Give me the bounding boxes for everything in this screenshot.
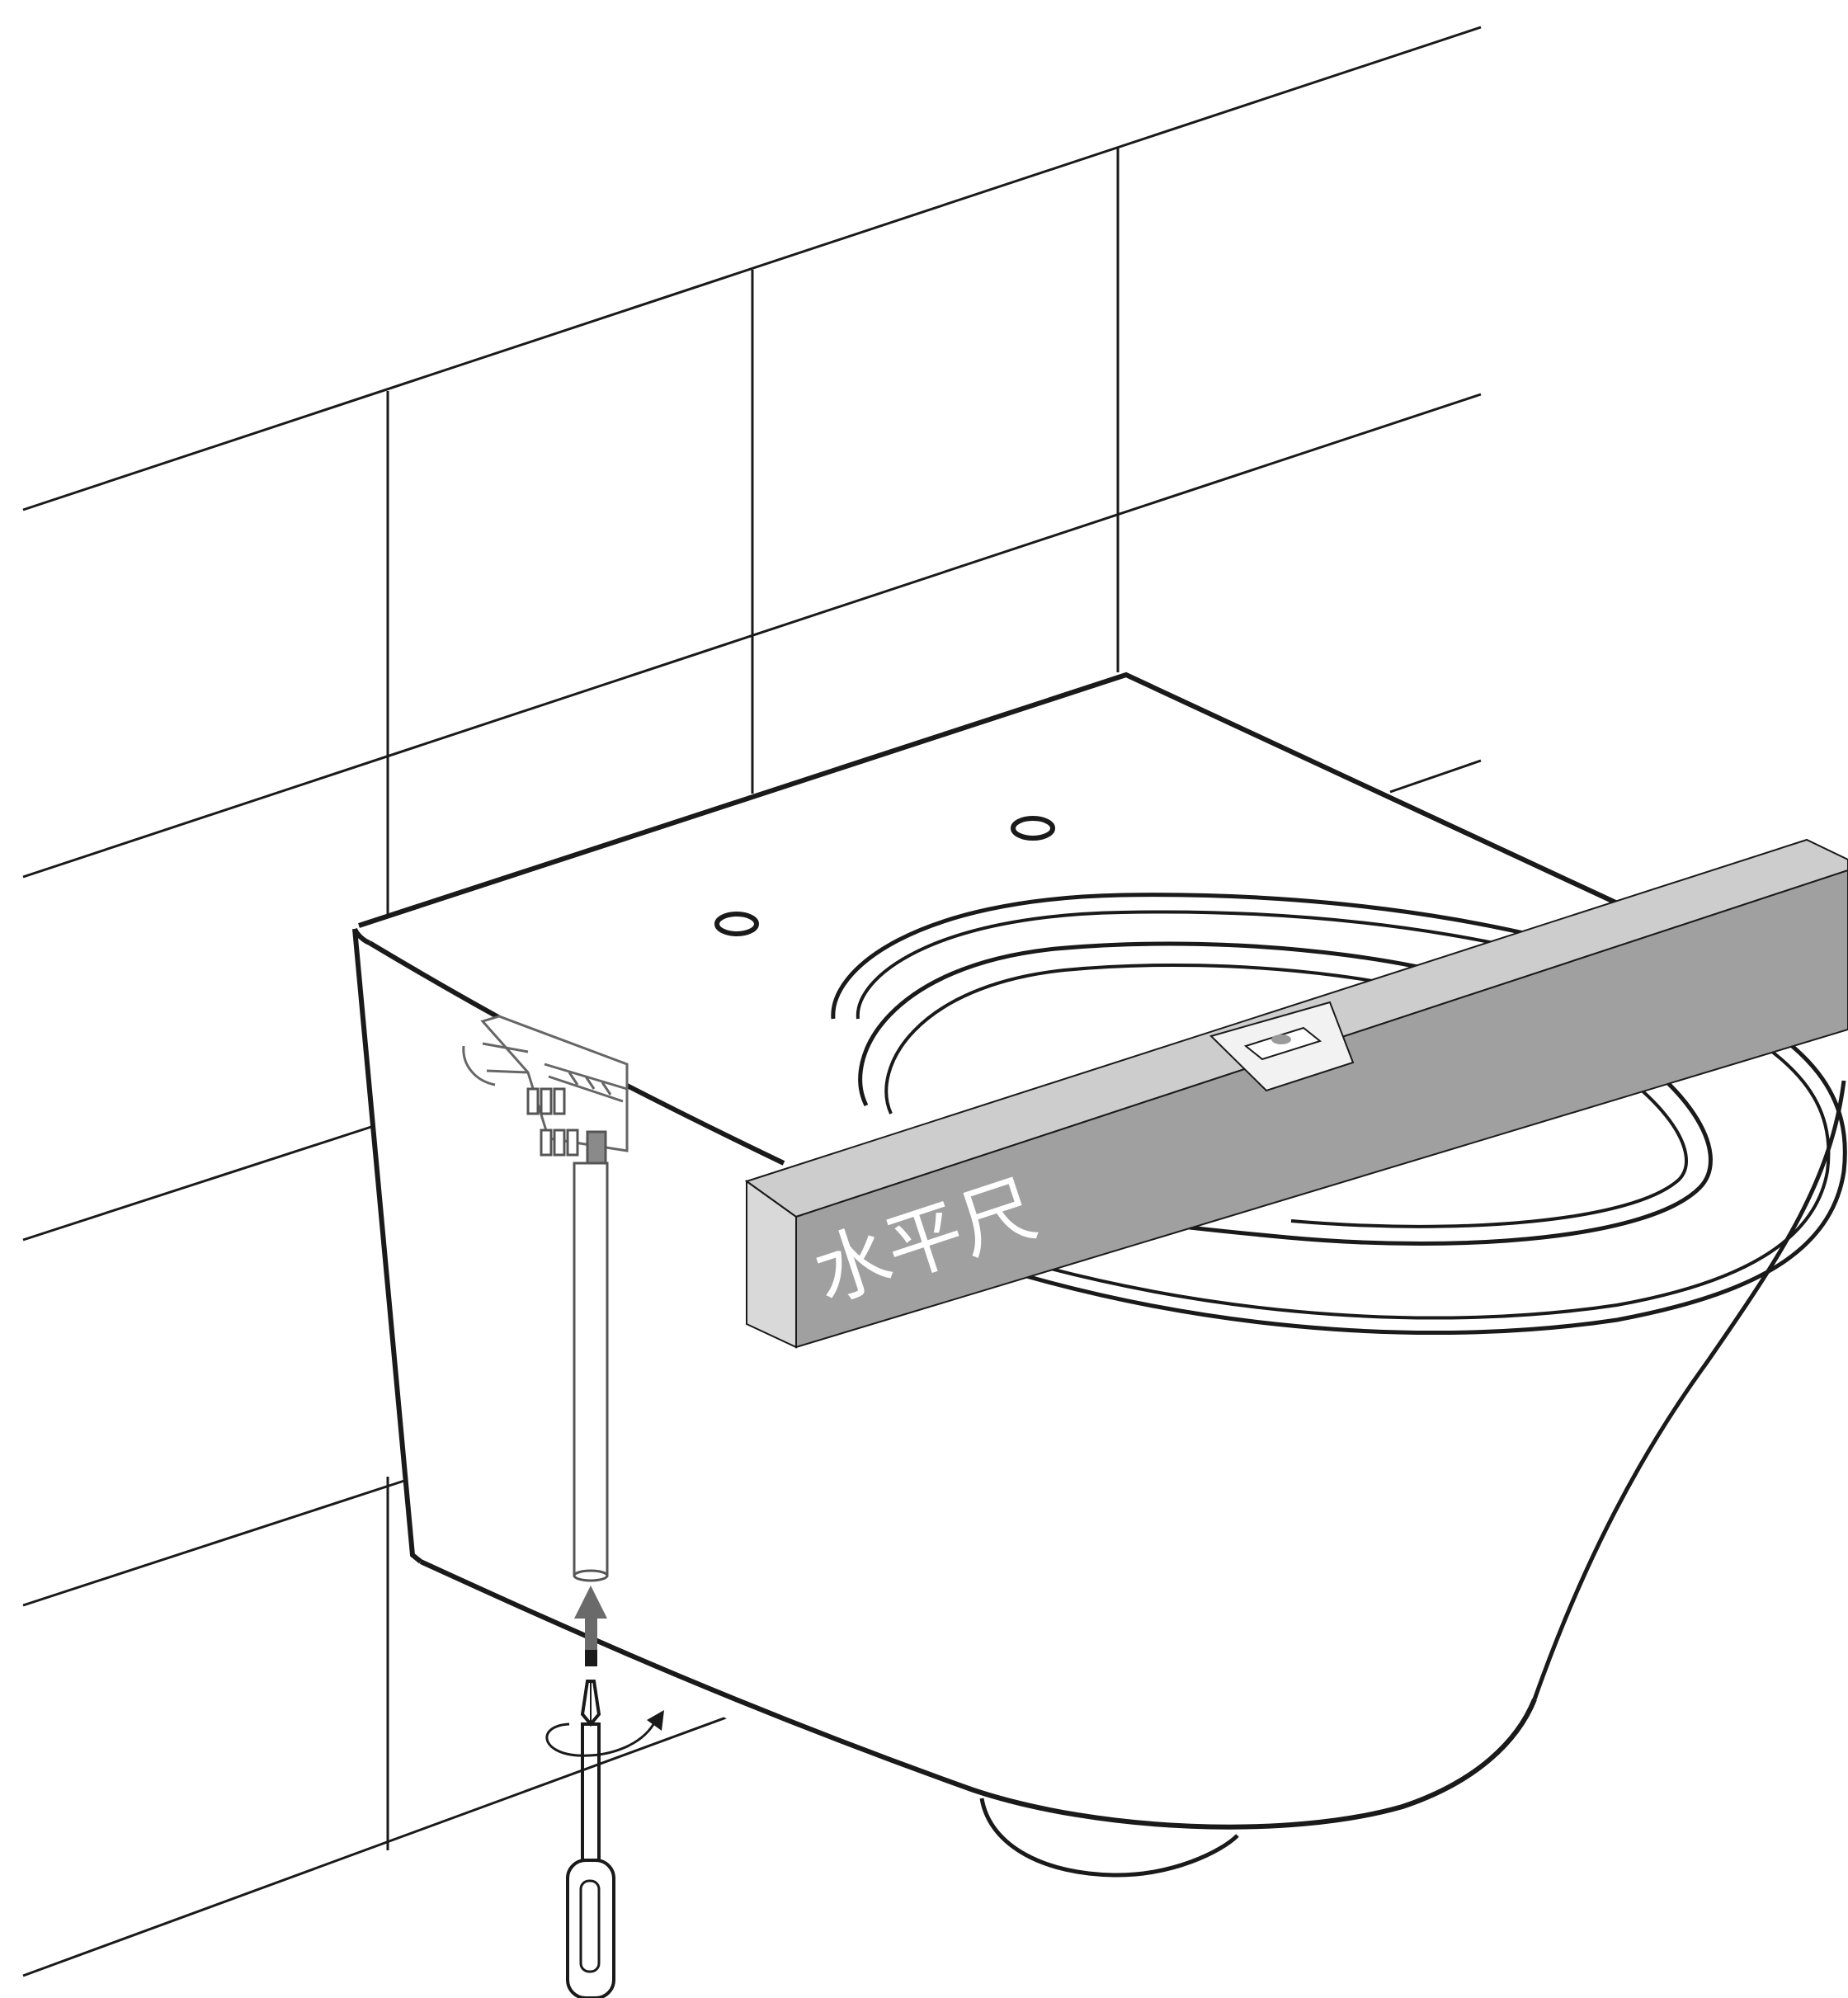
threaded-rod — [573, 1162, 609, 1582]
seat-hole-right — [1011, 816, 1055, 841]
wall-tile-grid — [22, 26, 1482, 1977]
rotation-arrow-icon — [545, 1710, 664, 1757]
up-arrow-icon — [574, 1586, 607, 1666]
level-end-face — [746, 1180, 797, 1349]
bubble-vial — [1209, 1001, 1355, 1092]
screwdriver — [566, 1680, 615, 1998]
mounting-bracket — [462, 1015, 629, 1166]
seat-hole-left — [714, 912, 759, 936]
spirit-level: 水平尺 — [744, 838, 1848, 1349]
